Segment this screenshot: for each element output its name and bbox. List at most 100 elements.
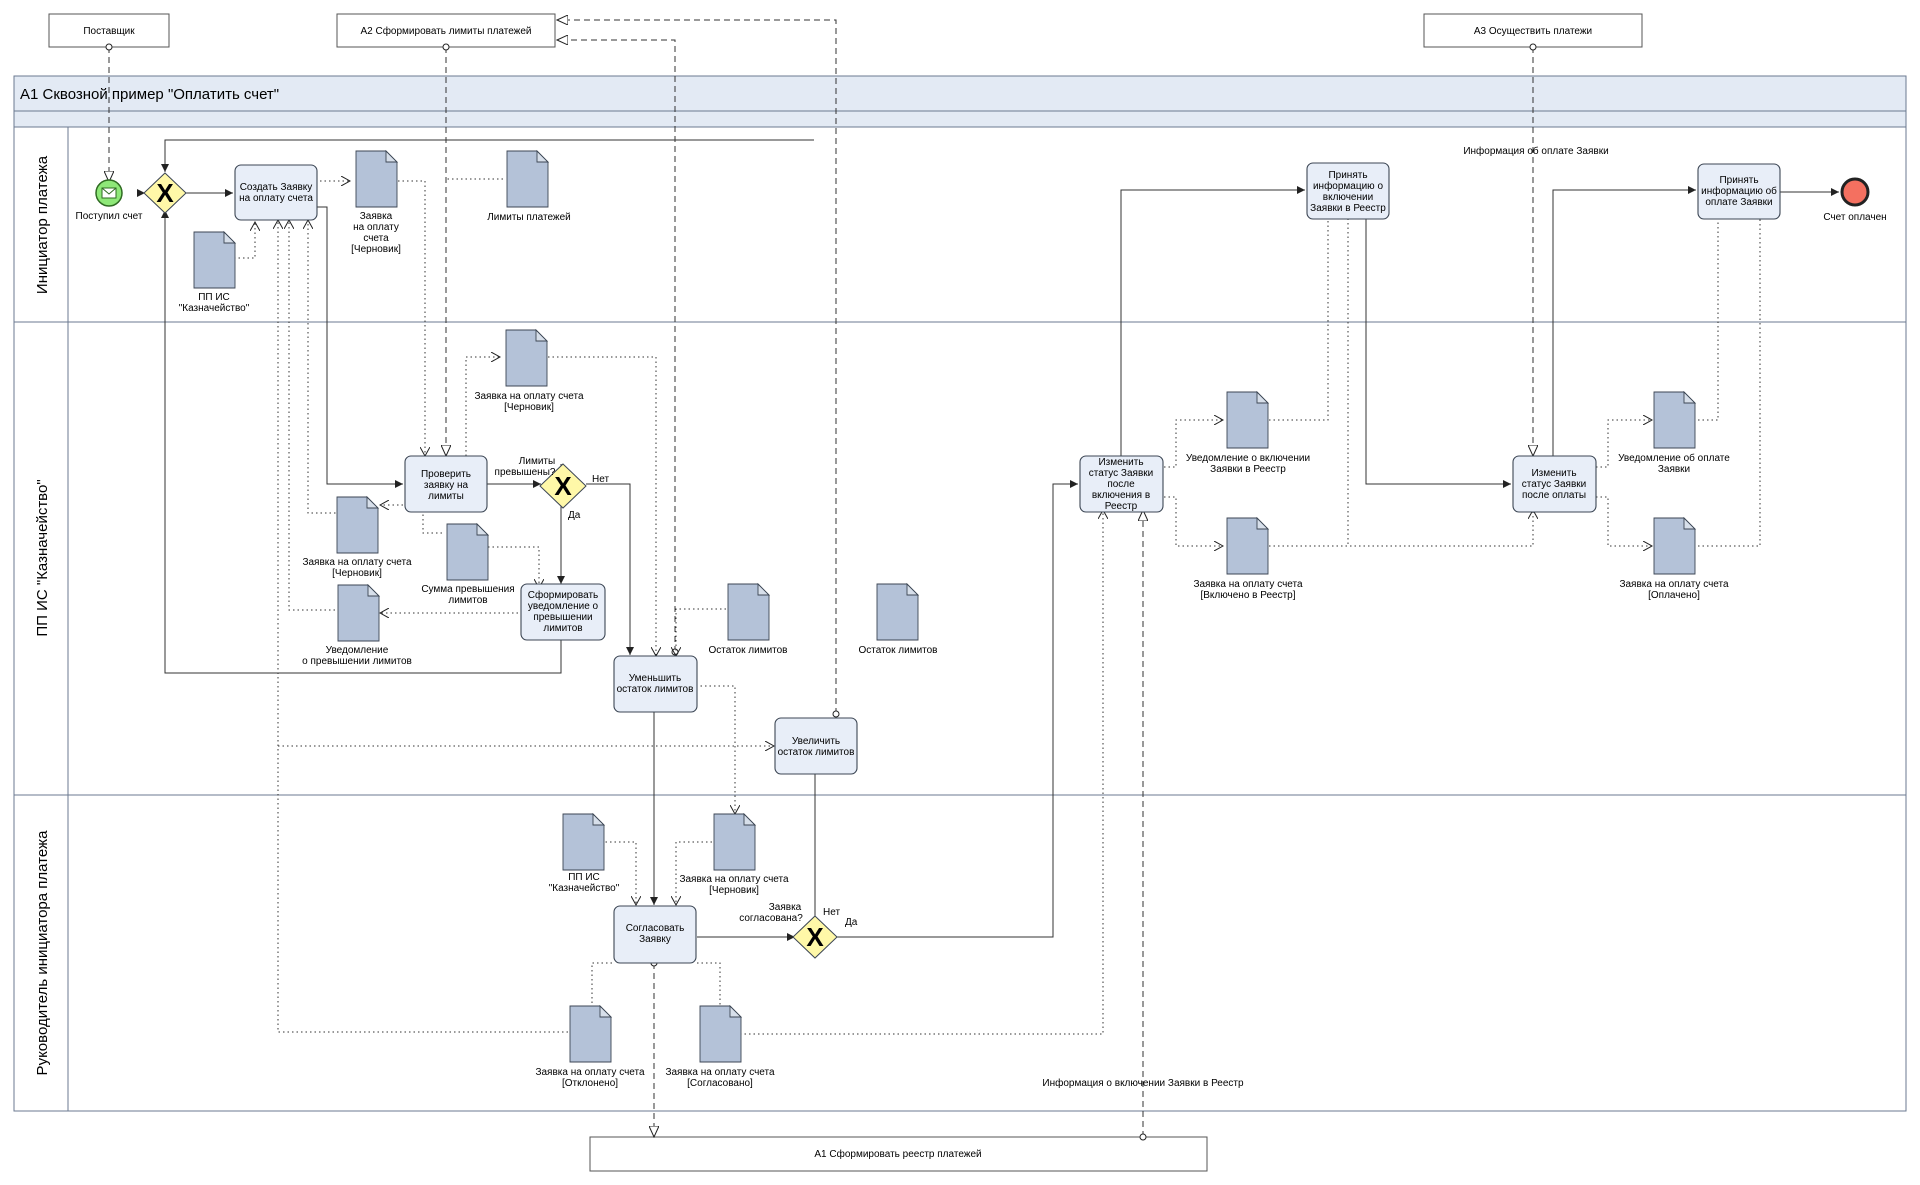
gateway-approved-question-2: согласована? — [739, 913, 803, 924]
doc-payment-limits-label: Лимиты платежей — [487, 212, 571, 223]
flow-label-registry-info: Информация о включении Заявки в Реестр — [1042, 1077, 1244, 1089]
doc-paid-line-2: [Оплачено] — [1648, 590, 1700, 601]
task-accept-registry-line-3: включении — [1323, 192, 1373, 203]
gateway-approved-no: Нет — [823, 907, 840, 918]
doc-excess-sum[interactable]: Сумма превышения лимитов — [421, 522, 515, 606]
doc-draft-top-line-2: на оплату — [353, 222, 399, 233]
task-increase-line-2: остаток лимитов — [778, 747, 855, 758]
task-increase-remainder[interactable]: Увеличить остаток лимитов — [774, 717, 858, 775]
flow-label-payment-info: Информация об оплате Заявки — [1463, 145, 1608, 157]
task-decrease-remainder[interactable]: Уменьшить остаток лимитов — [613, 655, 698, 713]
doc-pp-is-bottom-line-2: "Казначейство" — [549, 883, 620, 894]
pool-subheader — [13, 110, 1907, 128]
doc-rejected-line-1: Заявка на оплату счета — [535, 1067, 645, 1078]
task-status-registry-line-5: Реестр — [1105, 501, 1138, 512]
x-icon: X — [806, 922, 824, 952]
task-accept-registry[interactable]: Принять информацию о включении Заявки в … — [1306, 162, 1390, 220]
task-status-paid-line-3: после оплаты — [1522, 490, 1586, 501]
external-a1-bottom-label: А1 Сформировать реестр платежей — [814, 1148, 981, 1160]
doc-excess-notice[interactable]: Уведомление о превышении лимитов — [302, 583, 412, 667]
lane-treasury-title: ПП ИС "Казначейство" — [34, 479, 51, 636]
gateway-limits[interactable]: X Лимиты превышены? Нет Да — [495, 456, 610, 521]
external-a2-label: А2 Сформировать лимиты платежей — [360, 25, 531, 37]
task-accept-registry-line-2: информацию о — [1313, 180, 1383, 192]
doc-notice-paid[interactable]: Уведомление об оплате Заявки — [1618, 390, 1730, 475]
doc-approved-line-2: [Согласовано] — [687, 1078, 753, 1089]
doc-notice-registry-line-1: Уведомление о включении — [1186, 453, 1310, 464]
task-accept-paid[interactable]: Принять информацию об оплате Заявки — [1697, 163, 1781, 220]
task-approve-request[interactable]: Согласовать Заявку — [613, 905, 697, 964]
task-status-paid[interactable]: Изменить статус Заявки после оплаты — [1512, 455, 1597, 513]
doc-excess-notice-line-2: о превышении лимитов — [302, 656, 412, 667]
gateway-approved-question-1: Заявка — [769, 902, 802, 913]
x-icon: X — [156, 178, 174, 208]
task-status-registry-line-4: включения в — [1092, 490, 1150, 501]
end-event[interactable]: Счет оплачен — [1823, 177, 1887, 223]
doc-notice-paid-line-2: Заявки — [1658, 464, 1690, 475]
doc-remaining-limits-1[interactable]: Остаток лимитов — [709, 582, 788, 656]
doc-paid-line-1: Заявка на оплату счета — [1619, 579, 1729, 590]
task-status-registry-line-1: Изменить — [1098, 457, 1143, 468]
task-check-line-2: заявку на — [424, 480, 469, 491]
task-approve-line-1: Согласовать — [626, 923, 685, 934]
task-notify-line-1: Сформировать — [528, 589, 599, 601]
task-create-request[interactable]: Создать Заявку на оплату счета — [234, 164, 318, 221]
doc-draft-treasury-left-line-2: [Черновик] — [332, 568, 382, 579]
task-accept-paid-line-3: оплате Заявки — [1705, 197, 1772, 208]
doc-remaining-limits-2-label: Остаток лимитов — [859, 645, 938, 656]
doc-pp-is-top[interactable]: ПП ИС "Казначейство" — [179, 230, 250, 314]
gateway-limits-no: Нет — [592, 474, 609, 485]
gateway-limits-question-2: превышены? — [495, 467, 556, 478]
task-form-notice[interactable]: Сформировать уведомление о превышении ли… — [520, 583, 606, 641]
external-supplier-label: Поставщик — [83, 26, 135, 37]
envelope-icon — [101, 187, 117, 199]
doc-rejected[interactable]: Заявка на оплату счета [Отклонено] — [535, 1004, 645, 1089]
doc-draft-treasury-left[interactable]: Заявка на оплату счета [Черновик] — [302, 495, 412, 579]
task-notify-line-4: лимитов — [543, 623, 582, 634]
start-event[interactable]: Поступил счет — [76, 179, 143, 222]
gateway-approved[interactable]: X Заявка согласована? Нет Да — [739, 902, 858, 959]
doc-draft-treasury-top-line-2: [Черновик] — [504, 402, 554, 413]
doc-in-registry-line-1: Заявка на оплату счета — [1193, 579, 1303, 590]
gateway-merge[interactable]: X — [143, 172, 187, 214]
task-check-limits[interactable]: Проверить заявку на лимиты — [404, 455, 488, 513]
pool-title: А1 Сквозной пример "Оплатить счет" — [20, 86, 279, 103]
task-notify-line-2: уведомление о — [528, 601, 599, 612]
task-decrease-line-1: Уменьшить — [629, 673, 681, 684]
doc-draft-manager[interactable]: Заявка на оплату счета [Черновик] — [679, 812, 789, 896]
doc-draft-top-line-4: [Черновик] — [351, 244, 401, 255]
lane-initiator-title: Инициатор платежа — [34, 155, 51, 294]
doc-paid[interactable]: Заявка на оплату счета [Оплачено] — [1619, 516, 1729, 601]
task-accept-registry-line-4: Заявки в Реестр — [1310, 203, 1386, 214]
doc-in-registry-line-2: [Включено в Реестр] — [1200, 590, 1295, 601]
external-supplier[interactable]: Поставщик — [48, 13, 170, 48]
doc-in-registry[interactable]: Заявка на оплату счета [Включено в Реест… — [1193, 516, 1303, 601]
doc-pp-is-bottom[interactable]: ПП ИС "Казначейство" — [549, 812, 620, 894]
doc-remaining-limits-2[interactable]: Остаток лимитов — [859, 582, 938, 656]
doc-notice-registry[interactable]: Уведомление о включении Заявки в Реестр — [1186, 390, 1310, 475]
doc-draft-top[interactable]: Заявка на оплату счета [Черновик] — [351, 149, 401, 255]
task-increase-line-1: Увеличить — [792, 736, 840, 747]
doc-pp-is-top-line-1: ПП ИС — [198, 292, 230, 303]
doc-notice-registry-line-2: Заявки в Реестр — [1210, 464, 1286, 475]
task-accept-paid-line-1: Принять — [1719, 175, 1758, 186]
doc-draft-treasury-left-line-1: Заявка на оплату счета — [302, 557, 412, 568]
task-status-registry-line-3: после — [1107, 479, 1135, 490]
doc-draft-treasury-top-line-1: Заявка на оплату счета — [474, 391, 584, 402]
doc-draft-manager-line-2: [Черновик] — [709, 885, 759, 896]
doc-pp-is-top-line-2: "Казначейство" — [179, 303, 250, 314]
doc-draft-treasury-top[interactable]: Заявка на оплату счета [Черновик] — [474, 328, 584, 413]
connectors — [109, 20, 1839, 1137]
doc-notice-paid-line-1: Уведомление об оплате — [1618, 452, 1730, 464]
doc-excess-sum-line-2: лимитов — [448, 595, 487, 606]
external-a1-bottom[interactable]: А1 Сформировать реестр платежей — [589, 1136, 1208, 1172]
doc-approved[interactable]: Заявка на оплату счета [Согласовано] — [665, 1004, 775, 1089]
task-status-registry[interactable]: Изменить статус Заявки после включения в… — [1079, 455, 1164, 513]
task-status-paid-line-2: статус Заявки — [1522, 479, 1586, 490]
doc-remaining-limits-1-label: Остаток лимитов — [709, 645, 788, 656]
doc-payment-limits[interactable]: Лимиты платежей — [487, 149, 571, 223]
external-a2[interactable]: А2 Сформировать лимиты платежей — [336, 13, 556, 48]
task-approve-line-2: Заявку — [639, 934, 671, 945]
external-a3[interactable]: А3 Осуществить платежи — [1423, 13, 1643, 48]
